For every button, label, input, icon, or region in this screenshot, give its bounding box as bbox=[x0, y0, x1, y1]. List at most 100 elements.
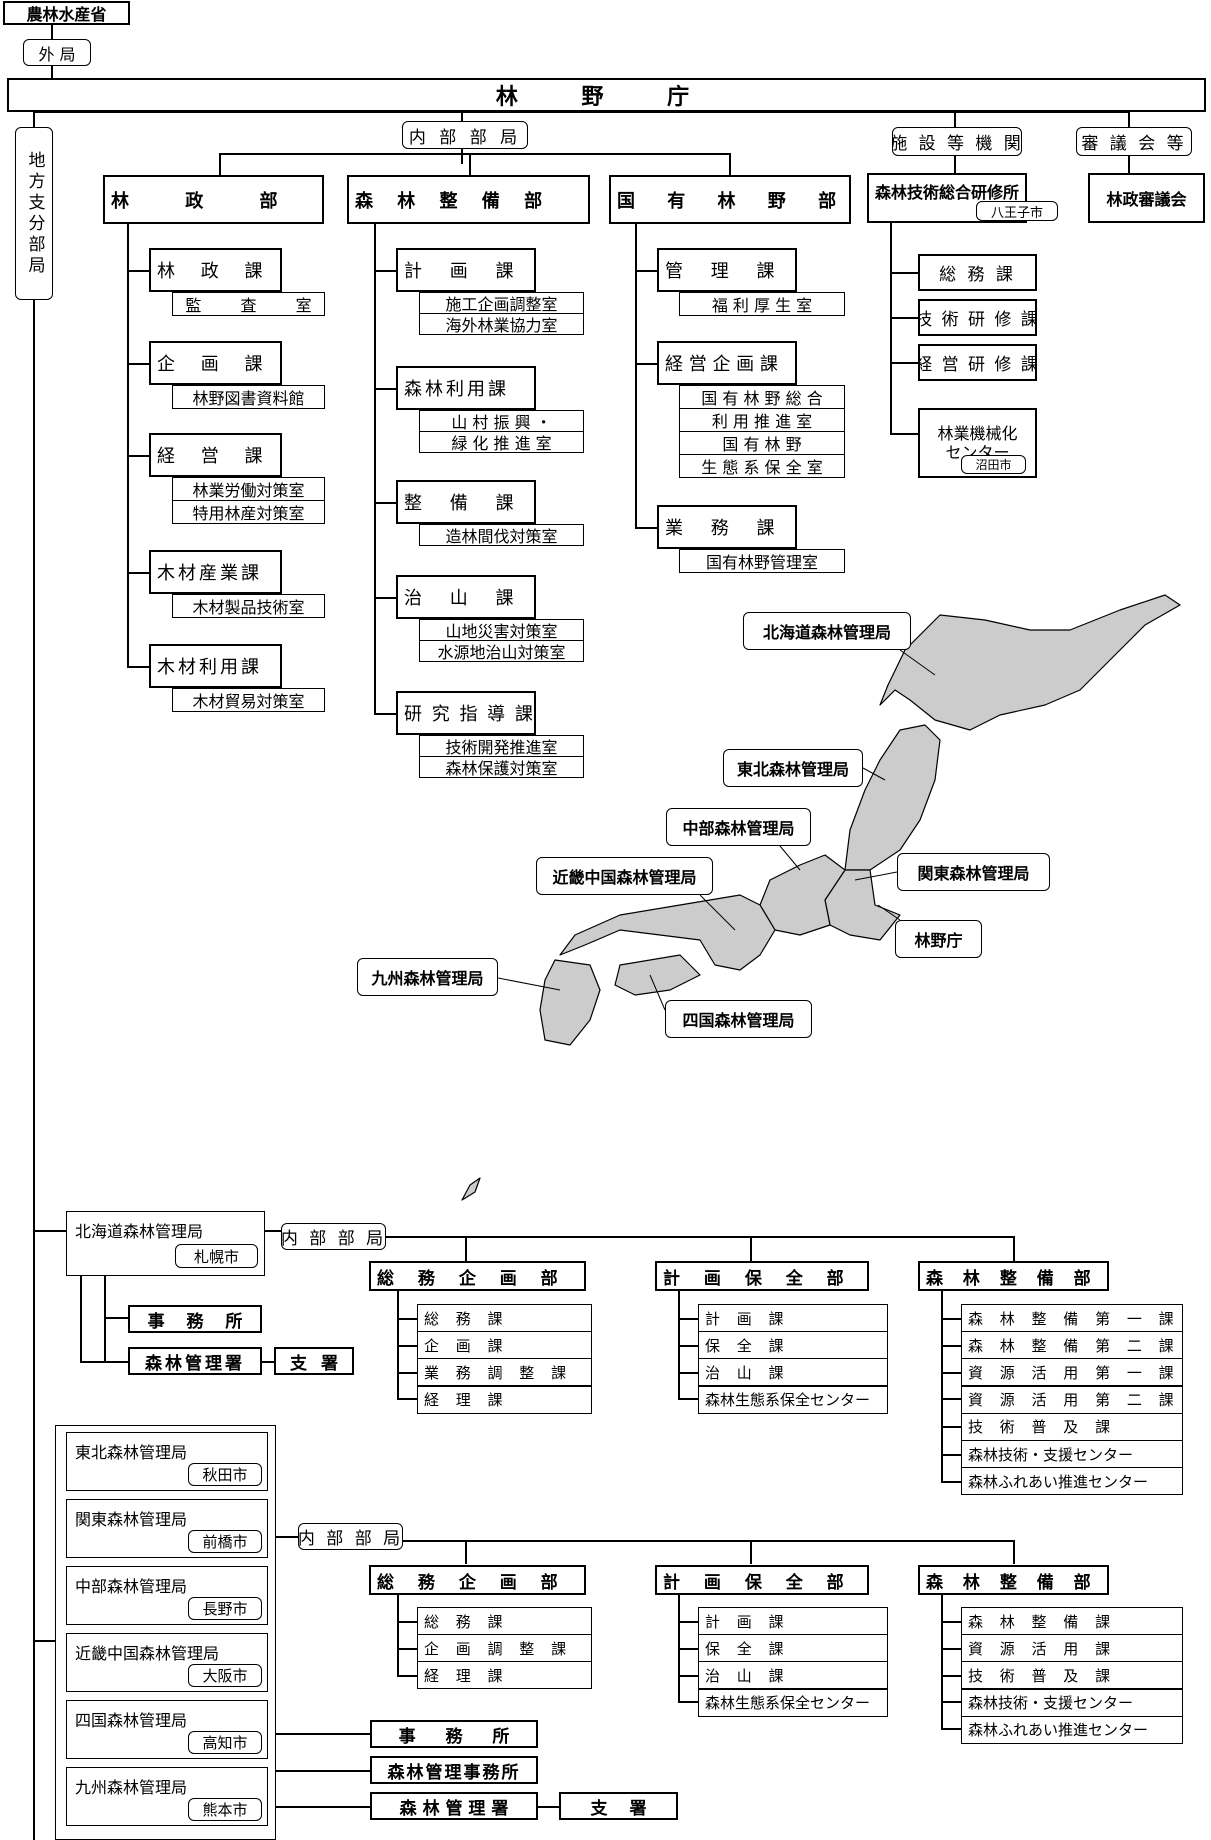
section-label: 木材産業課 bbox=[157, 563, 262, 584]
external-bureau-label: 外 局 bbox=[38, 44, 76, 64]
office-label: 特用林産対策室 bbox=[192, 504, 305, 523]
bureau-name: 四国森林管理局 bbox=[75, 1711, 188, 1730]
dept-box: 計 画 保 全 部 bbox=[655, 1565, 869, 1595]
line bbox=[941, 1345, 961, 1347]
line bbox=[678, 1621, 698, 1623]
internal-bureau-label: 内 部 部 局 bbox=[281, 1229, 386, 1249]
section-label: 森 林 整 備 第 二 課 bbox=[968, 1336, 1174, 1355]
section-row: 計 画 課 bbox=[698, 1304, 888, 1332]
section-row: 企 画 調 整 課 bbox=[417, 1634, 592, 1663]
section-label: 経 営 企 画 課 bbox=[665, 354, 778, 375]
dept-shinrin-seibi: 森 林 整 備 部 bbox=[347, 175, 590, 224]
section-label: 資 源 活 用 課 bbox=[968, 1639, 1111, 1658]
section-label: 林 政 課 bbox=[157, 261, 263, 282]
office-box: 事 務 所 bbox=[128, 1305, 262, 1333]
line bbox=[890, 222, 892, 433]
section-row: 保 全 課 bbox=[698, 1331, 888, 1360]
section-row: 治 山 課 bbox=[698, 1661, 888, 1690]
dept-box: 計 画 保 全 部 bbox=[655, 1261, 869, 1291]
dept-label: 計 画 保 全 部 bbox=[663, 1268, 844, 1289]
office-box: 水源地治山対策室 bbox=[419, 640, 584, 662]
office-label: 技術開発推進室 bbox=[445, 738, 558, 757]
line bbox=[941, 1728, 961, 1730]
line bbox=[635, 363, 657, 365]
office-box: 海外林業協力室 bbox=[419, 313, 584, 335]
line bbox=[890, 433, 918, 435]
line bbox=[268, 1536, 298, 1538]
institute-unit-label: 総 務 課 bbox=[939, 265, 1016, 285]
ministry-box: 農林水産省 bbox=[3, 1, 130, 25]
city-label: 秋田市 bbox=[202, 1466, 248, 1484]
callout-rinya: 林野庁 bbox=[895, 920, 982, 958]
office-label: 福 利 厚 生 室 bbox=[711, 296, 813, 315]
section-label: 森林技術・支援センター bbox=[968, 1694, 1134, 1713]
local-branch-box: 地方支分部局 bbox=[15, 127, 53, 300]
line bbox=[397, 1345, 417, 1347]
bureau-name: 近畿中国森林管理局 bbox=[75, 1644, 220, 1663]
dept-label: 総 務 企 画 部 bbox=[377, 1572, 558, 1593]
line bbox=[268, 1733, 370, 1735]
office-label: 林業労働対策室 bbox=[192, 481, 305, 500]
line bbox=[386, 1236, 1014, 1238]
section-row: 治 山 課 bbox=[698, 1358, 888, 1387]
branch-label: 支 署 bbox=[290, 1353, 338, 1374]
internal-bureau-label: 内 部 部 局 bbox=[298, 1529, 403, 1549]
line bbox=[890, 362, 918, 364]
kinki-chugoku-region bbox=[559, 894, 776, 971]
office-label: 木材貿易対策室 bbox=[192, 692, 305, 711]
line bbox=[127, 666, 149, 668]
line bbox=[104, 1317, 128, 1319]
section-label: 経 理 課 bbox=[424, 1391, 503, 1410]
section-row: 森 林 整 備 第 一 課 bbox=[961, 1304, 1183, 1332]
section-box: 業 務 課 bbox=[657, 505, 797, 549]
section-row: 森林ふれあい推進センター bbox=[961, 1715, 1183, 1744]
line bbox=[678, 1648, 698, 1650]
section-label: 資 源 活 用 第 一 課 bbox=[968, 1363, 1174, 1382]
office-label: 山 村 振 興 ・ bbox=[451, 413, 552, 432]
city-label: 高知市 bbox=[202, 1734, 248, 1752]
office-label: 監 査 室 bbox=[185, 296, 312, 315]
section-label: 保 全 課 bbox=[705, 1639, 784, 1658]
dept-label: 総 務 企 画 部 bbox=[377, 1268, 558, 1289]
callout-label: 東北森林管理局 bbox=[736, 760, 849, 779]
section-row: 資 源 活 用 課 bbox=[961, 1634, 1183, 1663]
section-label: 治 山 課 bbox=[705, 1363, 784, 1382]
city-tag: 前橋市 bbox=[188, 1530, 262, 1553]
office-box: 木材製品技術室 bbox=[172, 594, 325, 618]
okinawa-region bbox=[461, 1177, 481, 1201]
office-box: 監 査 室 bbox=[172, 292, 325, 316]
line bbox=[401, 1540, 1014, 1542]
station-label: 森 林 管 理 署 bbox=[399, 1798, 509, 1819]
dept-label: 国 有 林 野 部 bbox=[617, 190, 837, 212]
line bbox=[374, 713, 396, 715]
station-label: 森林管理署 bbox=[145, 1353, 245, 1374]
section-row: 森林技術・支援センター bbox=[961, 1440, 1183, 1468]
line bbox=[397, 1648, 417, 1650]
office-box: 国 有 林 野 総 合 bbox=[679, 385, 845, 409]
institute-city-tag: 八王子市 bbox=[976, 201, 1058, 221]
office-label: 国 有 林 野 総 合 bbox=[701, 389, 823, 408]
callout-chubu: 中部森林管理局 bbox=[666, 808, 811, 846]
council-label: 林政審議会 bbox=[1106, 190, 1187, 209]
line bbox=[954, 111, 956, 128]
city-label: 前橋市 bbox=[202, 1533, 248, 1551]
line bbox=[397, 1621, 417, 1623]
line bbox=[678, 1675, 698, 1677]
office-box: 緑 化 推 進 室 bbox=[419, 431, 584, 453]
section-row: 森林生態系保全センター bbox=[698, 1385, 888, 1414]
line bbox=[678, 1701, 698, 1703]
city-tag: 長野市 bbox=[188, 1597, 262, 1620]
bureau-name: 九州森林管理局 bbox=[75, 1778, 188, 1797]
institute-label: 森林技術総合研修所 bbox=[874, 183, 1019, 202]
office-box: 国有林野管理室 bbox=[679, 549, 845, 573]
line bbox=[537, 1806, 559, 1808]
section-row: 業 務 調 整 課 bbox=[417, 1358, 592, 1387]
external-bureau-box: 外 局 bbox=[23, 39, 91, 66]
section-box: 経 営 課 bbox=[149, 433, 282, 477]
line bbox=[890, 272, 918, 274]
internal-bureau-box: 内 部 部 局 bbox=[298, 1523, 403, 1550]
dept-rinsei: 林 政 部 bbox=[103, 175, 324, 224]
hokkaido-region bbox=[879, 594, 1181, 731]
section-box: 研 究 指 導 課 bbox=[396, 691, 536, 735]
